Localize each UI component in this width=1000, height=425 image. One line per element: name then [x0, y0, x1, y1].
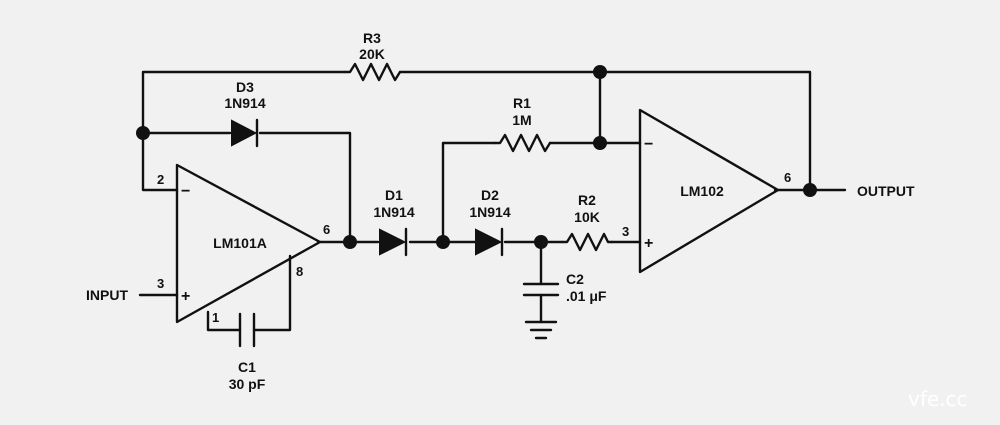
diode-d3: [231, 118, 259, 148]
r1-value-label: 1M: [512, 112, 531, 128]
opamp1-pin-6: 6: [323, 222, 330, 237]
opamp-lm102: [638, 108, 780, 274]
lm101a-plus-sign: +: [181, 288, 190, 305]
c2-value-label: .01 μF: [566, 288, 607, 304]
d2-ref-label: D2: [481, 187, 499, 203]
input-label: INPUT: [86, 287, 128, 303]
output-label: OUTPUT: [857, 183, 915, 199]
d3-part-label: 1N914: [224, 95, 265, 111]
wire-d3: [141, 131, 352, 244]
r2-value-label: 10K: [574, 209, 600, 225]
d1-ref-label: D1: [385, 187, 403, 203]
wire-inv-in-1: [141, 131, 179, 192]
opamp1-pin-2: 2: [157, 172, 164, 187]
capacitor-c1: [238, 312, 256, 348]
opamp1-pin-3: 3: [157, 276, 164, 291]
diode-d2: [475, 227, 504, 257]
r1-ref-label: R1: [513, 95, 531, 111]
junction-output: [803, 183, 817, 197]
ground-symbol: [524, 320, 558, 340]
wire-r1-branch: [441, 141, 497, 244]
r2-ref-label: R2: [578, 192, 596, 208]
opamp-lm101a: [175, 163, 322, 324]
junction-top: [593, 65, 607, 79]
junction-inv: [136, 126, 150, 140]
capacitor-c2: [522, 282, 560, 297]
c2-ref-label: C2: [566, 271, 584, 287]
lm102-plus-sign: +: [644, 235, 653, 252]
wire-c1-left: [206, 310, 242, 332]
wire-top-right: [398, 70, 812, 192]
diode-d1: [379, 227, 408, 257]
opamp1-pin-8: 8: [296, 264, 303, 279]
junctions: [136, 65, 817, 249]
opamp1-part-label: LM101A: [213, 235, 267, 251]
watermark-text: vfe.cc: [908, 387, 968, 411]
opamp2-part-label: LM102: [680, 183, 724, 199]
d1-part-label: 1N914: [373, 204, 414, 220]
c1-ref-label: C1: [238, 359, 256, 375]
resistor-r3: [343, 62, 402, 82]
junction-out1: [343, 235, 357, 249]
c1-value-label: 30 pF: [229, 376, 266, 392]
opamp1-pin-1: 1: [212, 310, 219, 325]
wire-top-feedback: [141, 70, 347, 135]
wires: [138, 70, 847, 332]
r3-value-label: 20K: [359, 46, 385, 62]
opamp2-pin-6: 6: [784, 170, 791, 185]
d3-ref-label: D3: [236, 79, 254, 95]
wire-c1-right: [252, 254, 292, 332]
resistor-r1: [493, 133, 552, 153]
lm102-minus-sign: −: [644, 136, 653, 153]
opamp2-pin-3: 3: [622, 224, 629, 239]
lm101a-minus-sign: −: [181, 183, 190, 200]
junction-r1: [593, 136, 607, 150]
r3-ref-label: R3: [363, 30, 381, 46]
junction-d1-d2: [436, 235, 450, 249]
junction-c2: [534, 235, 548, 249]
resistor-r2: [560, 232, 614, 252]
d2-part-label: 1N914: [469, 204, 510, 220]
